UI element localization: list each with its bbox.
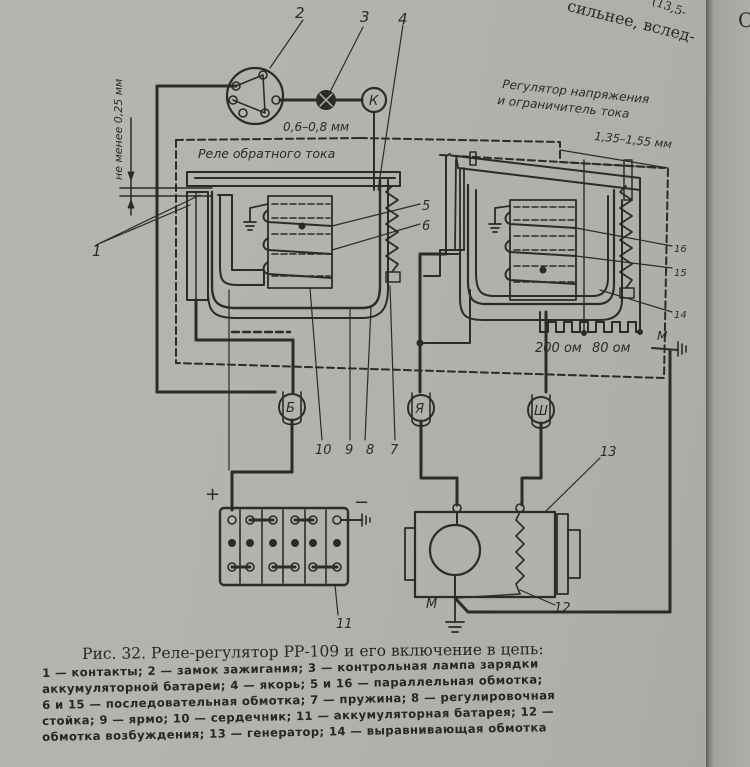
battery-plus: + [205,484,220,505]
generator [413,510,557,599]
right-page-fragment: О [738,8,750,32]
enclosure-top-right [359,137,561,163]
gap-regulator: 1,35–1,55 мм [594,129,673,151]
resistor [539,311,637,333]
callout-10: 10 [315,443,332,458]
reverse-relay-label: Реле обратного тока [198,146,335,161]
mass-label-generator: М [426,597,437,612]
terminal-b-label: Б [286,401,295,416]
callout-8: 8 [366,443,374,458]
resistor-80: 80 ом [592,341,631,356]
enclosure-top-right-2 [439,154,664,169]
ignition-switch [225,66,285,126]
terminal-k-label: К [369,94,379,109]
regulator-core [509,199,577,301]
callout-6: 6 [422,219,430,234]
battery-minus: − [354,492,369,513]
terminal-sh-label: Ш [534,404,548,419]
callout-14: 14 [674,310,687,321]
callout-2: 2 [295,4,305,22]
book-gutter [706,0,750,767]
callout-1: 1 [92,242,102,260]
callout-3: 3 [360,8,370,26]
mass-label-top: М [657,329,668,343]
callout-11: 11 [336,617,353,632]
callout-9: 9 [345,443,353,458]
callout-12: 12 [554,601,571,616]
callout-16: 16 [674,244,687,255]
field-winding [515,511,525,595]
resistor-200: 200 ом [535,341,582,356]
gap-reverse-relay: 0,6–0,8 мм [283,120,349,134]
callout-7: 7 [390,443,399,458]
armature [428,523,482,577]
callout-15: 15 [674,268,687,279]
spring [385,185,399,273]
reverse-relay-core [267,195,333,289]
battery [218,506,350,587]
callout-5: 5 [422,199,430,214]
callout-13: 13 [600,445,617,460]
gap-contacts: не менее 0,25 мм [112,79,125,180]
callout-4: 4 [398,10,408,28]
enclosure-top-left [175,137,361,141]
terminal-ya-label: Я [414,402,424,417]
